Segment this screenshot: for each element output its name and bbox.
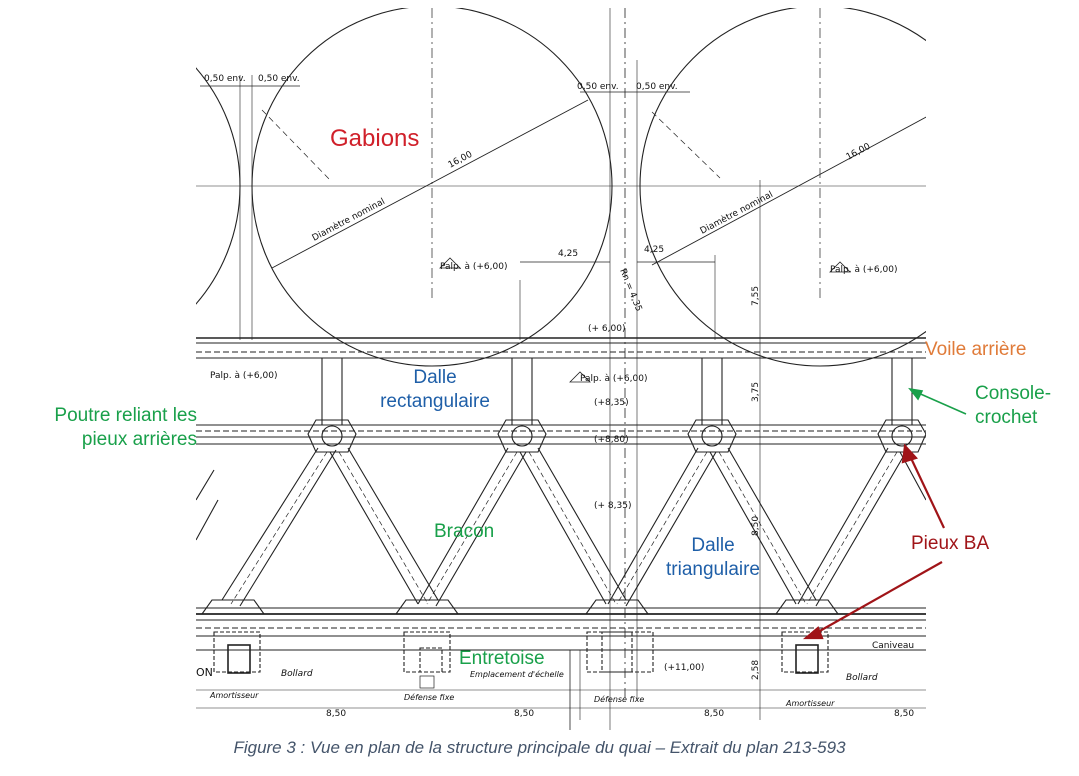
dim-text: Palp. à (+6,00) bbox=[210, 371, 277, 381]
label-poutre-line1: Poutre reliant les bbox=[54, 405, 197, 426]
figure-caption: Figure 3 : Vue en plan de la structure p… bbox=[233, 738, 846, 757]
label-dalle-triangulaire: Dalle triangulaire bbox=[651, 534, 775, 582]
label-dalle-tri-line2: triangulaire bbox=[666, 558, 760, 580]
label-poutre-line2: pieux arrières bbox=[81, 428, 197, 450]
label-dalle-tri-line1: Dalle bbox=[691, 535, 735, 556]
dim-text: (+11,00) bbox=[664, 663, 704, 673]
label-dalle-rect-line2: rectangulaire bbox=[380, 390, 490, 412]
dim-text: Emplacement d'échelle bbox=[470, 669, 564, 679]
label-console-line2: crochet bbox=[975, 406, 1038, 428]
label-bracon: Bracon bbox=[434, 521, 495, 542]
dim-text: 3,75 bbox=[751, 382, 761, 402]
label-dalle-rect-line1: Dalle bbox=[413, 367, 457, 388]
dim-text: (+8,80) bbox=[594, 435, 629, 445]
dim-text: (+8,35) bbox=[594, 398, 629, 408]
dim-text: 0,50 env. bbox=[636, 82, 678, 92]
label-entretoise: Entretoise bbox=[459, 648, 545, 669]
dim-text: Rn = 4,35 bbox=[617, 267, 643, 313]
label-console-crochet: Console- crochet bbox=[975, 382, 1051, 430]
dim-text: Amortisseur bbox=[209, 691, 259, 700]
dim-text: ON bbox=[196, 666, 213, 679]
dim-text: (+ 6,00) bbox=[588, 324, 625, 334]
dim-text: Défense fixe bbox=[594, 694, 644, 704]
dim-text: Caniveau bbox=[872, 641, 914, 651]
dim-text: 8,50 bbox=[514, 709, 534, 719]
label-pieux-ba: Pieux BA bbox=[911, 533, 990, 554]
dim-text: 8,50 bbox=[704, 709, 724, 719]
dim-text: 8,50 bbox=[326, 709, 346, 719]
dim-text: Diamètre nominal bbox=[698, 189, 775, 237]
dim-text: Palp. à (+6,00) bbox=[440, 262, 507, 272]
label-gabions: Gabions bbox=[330, 125, 420, 152]
dim-text: Bollard bbox=[281, 669, 313, 679]
dim-text: 8,50 bbox=[751, 516, 761, 536]
dim-text: Défense fixe bbox=[404, 692, 454, 702]
dim-text: Bollard bbox=[846, 673, 878, 683]
dim-text: 16,00 bbox=[845, 142, 873, 163]
dim-text: Amortisseur bbox=[785, 699, 835, 708]
dim-text: Palp. à (+6,00) bbox=[830, 265, 897, 275]
dim-text: 0,50 env. bbox=[577, 82, 619, 92]
label-console-line1: Console- bbox=[975, 383, 1052, 404]
dim-text: 2,58 bbox=[751, 660, 761, 680]
dim-text: 4,25 bbox=[558, 249, 578, 259]
dim-text: 4,25 bbox=[644, 245, 664, 255]
label-dalle-rectangulaire: Dalle rectangulaire bbox=[368, 366, 502, 414]
dim-text: 0,50 env. bbox=[204, 74, 246, 84]
label-poutre: Poutre reliant les pieux arrières bbox=[12, 404, 197, 452]
dim-text: 7,55 bbox=[751, 286, 761, 306]
console-arrow bbox=[908, 387, 967, 415]
dim-text: Diamètre nominal bbox=[310, 196, 387, 244]
dim-text: 0,50 env. bbox=[258, 74, 300, 84]
dim-text: (+ 8,35) bbox=[594, 501, 631, 511]
dim-text: 8,50 bbox=[894, 709, 914, 719]
label-voile-arriere: Voile arrière bbox=[925, 339, 1027, 360]
dim-text: Palp. à (+6,00) bbox=[580, 374, 647, 384]
pieux-arrow bbox=[802, 443, 945, 640]
